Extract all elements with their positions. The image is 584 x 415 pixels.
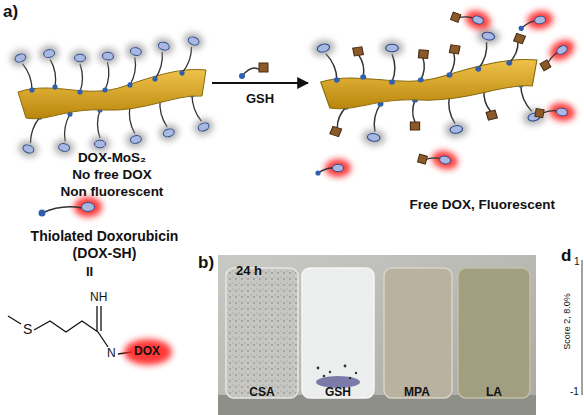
vial (226, 268, 298, 398)
free-dox (516, 9, 554, 33)
free-dox (315, 159, 351, 177)
sediment (329, 371, 331, 373)
free-dox (535, 99, 577, 123)
ligand (145, 36, 176, 84)
ligand (95, 47, 119, 93)
vial-label: CSA (232, 385, 292, 399)
node-text: Free DOX, Fluorescent (409, 196, 555, 213)
ligand (381, 40, 404, 85)
vial-label: MPA (387, 385, 447, 399)
vial-label: GSH (308, 385, 368, 399)
sediment (355, 372, 357, 374)
panel-letter: d (561, 246, 571, 266)
double-bond (97, 306, 101, 331)
ligand (8, 47, 42, 96)
free-dox (535, 36, 578, 71)
mos2-nanosheet (321, 60, 537, 109)
vial (302, 268, 374, 398)
time-label: 24 h (236, 263, 262, 279)
ligand (416, 50, 428, 83)
plot-axis (582, 260, 583, 395)
node-text: Non fluorescent (61, 183, 164, 200)
gsh-molecule (259, 63, 268, 72)
dox-mos2-sheet (8, 30, 216, 160)
photo-background (218, 255, 536, 415)
panel-letter: a) (3, 2, 18, 22)
bond (34, 321, 98, 332)
node-text: No free DOX (72, 166, 152, 183)
sediment (349, 377, 352, 380)
atom-label: NH (90, 290, 107, 304)
vial-photo (218, 255, 536, 415)
arrow-label: GSH (246, 91, 274, 107)
released-sheet (309, 26, 548, 147)
free-dox (418, 145, 460, 172)
ligand (353, 47, 369, 80)
vial-label: LA (464, 385, 524, 399)
vial (384, 268, 452, 398)
ligand (466, 26, 501, 74)
group-label: DOX (134, 344, 160, 358)
ligand (38, 44, 65, 91)
sediment (323, 375, 326, 378)
ligand (361, 100, 393, 147)
ligand (172, 30, 206, 79)
free-dox (450, 3, 493, 33)
ligand (53, 110, 80, 157)
illustration-node: DOX-MoS₂No free DOXNon fluorescent (12, 30, 212, 200)
sediment (317, 367, 320, 370)
dox-glow (124, 339, 172, 365)
thiol-anchor (239, 73, 245, 79)
structure-mark: II (86, 264, 93, 280)
linker (42, 207, 82, 213)
vial (458, 268, 530, 398)
ligand (120, 42, 147, 89)
axis-title: Score 2, 8.0% (562, 282, 573, 360)
molecule-name: Thiolated Doxorubicin (DOX-SH) (22, 228, 187, 262)
ligand (309, 37, 348, 86)
illustration-node: Free DOX, Fluorescent (308, 8, 580, 213)
dox-molecule (82, 203, 95, 212)
gsh-icon (239, 63, 268, 79)
thiol-end (39, 210, 46, 217)
ligand (444, 45, 460, 78)
dox-sh-icon (39, 197, 103, 217)
bond (8, 316, 21, 324)
sediment (344, 365, 347, 368)
atom-label: N (107, 346, 116, 360)
node-text: DOX-MoS₂ (78, 149, 146, 166)
reaction-arrow (212, 82, 308, 84)
panel-letter: b) (198, 253, 214, 273)
mos2-nanosheet (18, 70, 206, 119)
ligand (504, 33, 525, 66)
axis-tick: 1 (574, 256, 580, 268)
ligand (90, 107, 110, 152)
ligand (410, 97, 419, 130)
ligand (70, 50, 90, 95)
bond (98, 332, 108, 347)
axis-tick: -1 (570, 386, 579, 398)
atom-label: S (23, 321, 32, 338)
